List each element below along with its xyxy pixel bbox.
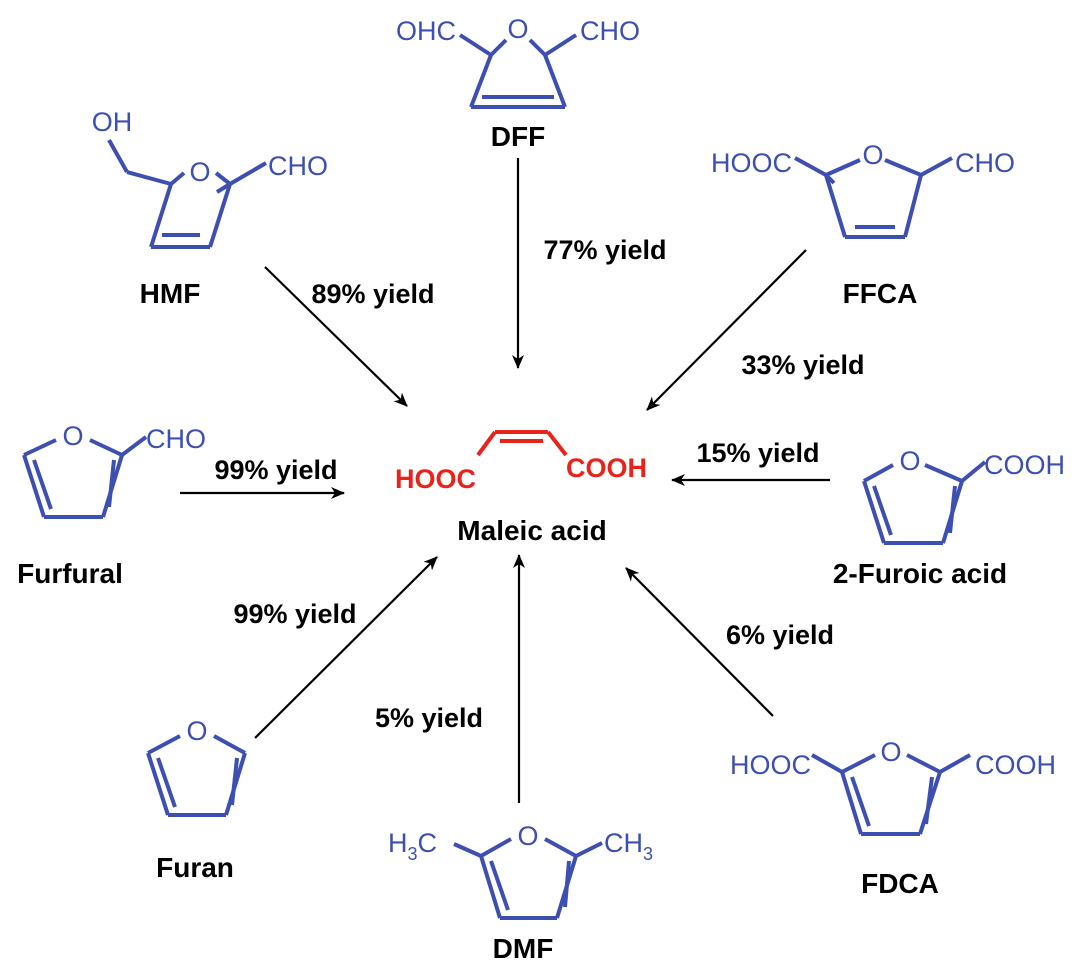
reaction-arrows bbox=[180, 158, 830, 803]
furoic-acid-structure bbox=[862, 460, 987, 545]
ffca-ring-oxygen: O bbox=[862, 140, 883, 170]
yield-furfural: 99% yield bbox=[214, 455, 337, 485]
fdca-cooh-group: COOH bbox=[975, 750, 1056, 780]
dff-label: DFF bbox=[491, 121, 545, 152]
arrow-ffca bbox=[646, 249, 807, 411]
furfural-ring-oxygen: O bbox=[62, 421, 83, 451]
arrow-furan bbox=[254, 556, 438, 739]
dmf-label: DMF bbox=[493, 933, 554, 964]
dff-cho-group: CHO bbox=[580, 16, 640, 46]
dff-structure bbox=[458, 33, 578, 109]
hmf-oh-group: OH bbox=[92, 107, 133, 137]
dmf-right-methyl: CH3 bbox=[604, 828, 653, 864]
maleic-acid-cooh-group: COOH bbox=[566, 453, 647, 483]
dff-molecule: O OHC CHO DFF bbox=[396, 14, 640, 152]
dff-ring-oxygen: O bbox=[507, 14, 528, 44]
furfural-label: Furfural bbox=[17, 558, 123, 589]
furfural-molecule: O CHO Furfural bbox=[17, 421, 206, 589]
furoic-acid-ring-oxygen: O bbox=[899, 446, 920, 476]
hmf-molecule: O OH CHO HMF bbox=[92, 107, 328, 309]
dmf-left-methyl-c: C bbox=[418, 828, 438, 858]
dmf-ring-oxygen: O bbox=[517, 821, 538, 851]
yield-furan: 99% yield bbox=[233, 599, 356, 629]
furan-molecule: O Furan bbox=[146, 716, 247, 883]
ffca-structure bbox=[794, 156, 953, 239]
hmf-cho-group: CHO bbox=[268, 151, 328, 181]
furfural-structure bbox=[22, 435, 148, 519]
yield-hmf: 89% yield bbox=[311, 279, 434, 309]
maleic-acid-molecule: HOOC COOH Maleic acid bbox=[395, 430, 647, 546]
maleic-acid-structure bbox=[476, 430, 568, 457]
dmf-structure bbox=[453, 837, 603, 920]
yield-furoic-acid: 15% yield bbox=[696, 438, 819, 468]
furoic-acid-label: 2-Furoic acid bbox=[833, 558, 1007, 589]
furan-label: Furan bbox=[156, 852, 234, 883]
fdca-molecule: O HOOC COOH FDCA bbox=[730, 737, 1056, 899]
arrow-fdca bbox=[625, 567, 774, 717]
fdca-ring-oxygen: O bbox=[880, 737, 901, 767]
yield-labels: 89% yield 77% yield 33% yield 99% yield … bbox=[214, 235, 864, 733]
ffca-molecule: O HOOC CHO FFCA bbox=[711, 140, 1015, 309]
dmf-right-methyl-sub: 3 bbox=[643, 844, 653, 864]
yield-dff: 77% yield bbox=[543, 235, 666, 265]
dmf-left-methyl-sub: 3 bbox=[408, 844, 418, 864]
furan-ring-oxygen: O bbox=[186, 716, 207, 746]
ffca-label: FFCA bbox=[843, 278, 918, 309]
dmf-left-methyl-h: H bbox=[388, 828, 408, 858]
hmf-structure bbox=[107, 139, 268, 249]
fdca-label: FDCA bbox=[861, 868, 939, 899]
dmf-molecule: O H3C CH3 DMF bbox=[388, 821, 653, 964]
arrow-hmf bbox=[264, 266, 408, 407]
hmf-ring-oxygen: O bbox=[189, 157, 210, 187]
yield-dmf: 5% yield bbox=[375, 703, 483, 733]
ffca-hooc-group: HOOC bbox=[711, 148, 792, 178]
furfural-cho-group: CHO bbox=[146, 424, 206, 454]
yield-ffca: 33% yield bbox=[741, 350, 864, 380]
furoic-acid-cooh-group: COOH bbox=[984, 450, 1065, 480]
furoic-acid-molecule: O COOH 2-Furoic acid bbox=[833, 446, 1065, 589]
fdca-structure bbox=[811, 753, 971, 836]
maleic-acid-hooc-group: HOOC bbox=[395, 464, 476, 494]
ffca-cho-group: CHO bbox=[955, 148, 1015, 178]
furan-structure bbox=[146, 734, 247, 817]
dff-ohc-group: OHC bbox=[396, 16, 456, 46]
yield-fdca: 6% yield bbox=[726, 620, 834, 650]
fdca-hooc-group: HOOC bbox=[730, 750, 811, 780]
dmf-left-methyl: H3C bbox=[388, 828, 437, 864]
dmf-right-methyl-ch: CH bbox=[604, 828, 643, 858]
maleic-acid-label: Maleic acid bbox=[457, 515, 606, 546]
hmf-label: HMF bbox=[140, 278, 201, 309]
